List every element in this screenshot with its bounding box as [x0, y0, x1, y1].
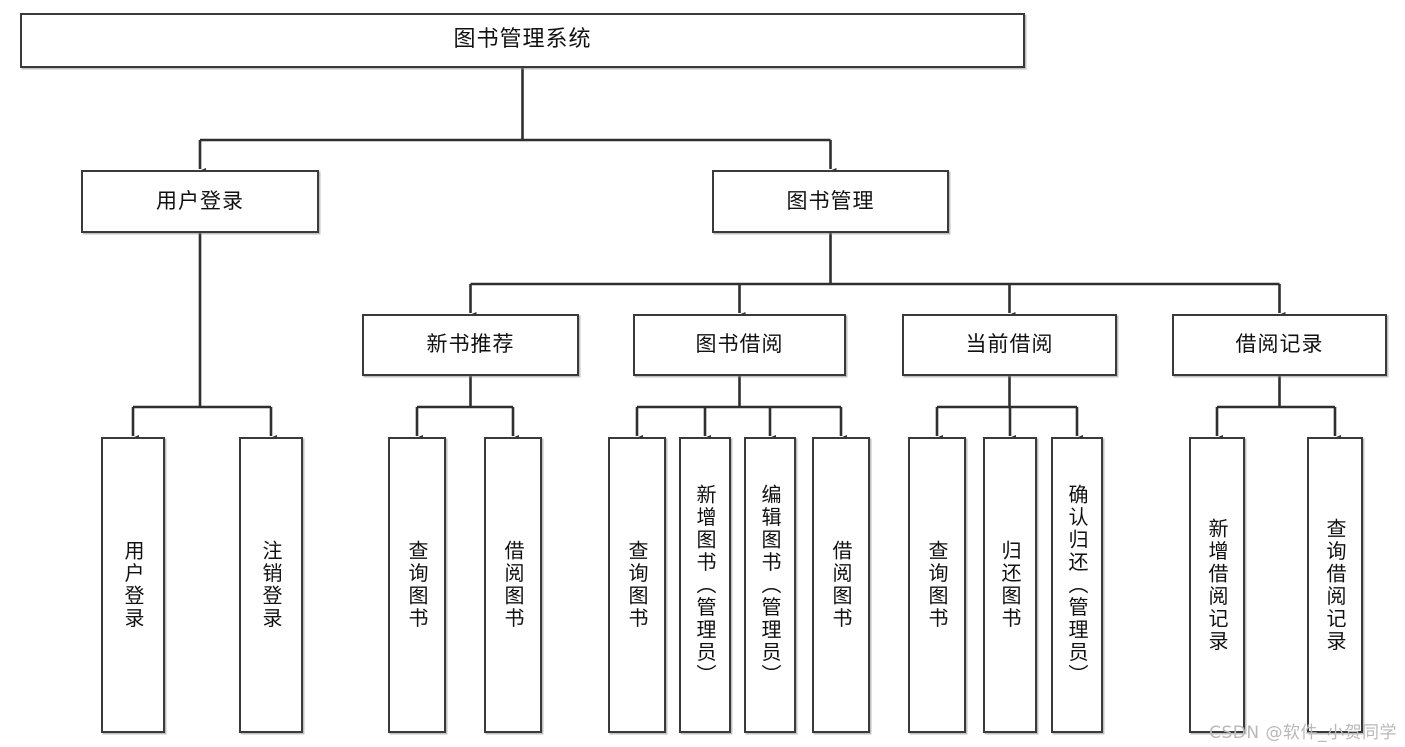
- node-label: 新书推荐: [426, 332, 515, 357]
- node-root[interactable]: 图书管理系统: [20, 13, 1025, 68]
- node-s-record[interactable]: 借阅记录: [1172, 314, 1387, 376]
- node-label: 借阅图书: [501, 540, 525, 630]
- node-label: 查询图书: [405, 540, 429, 630]
- node-l-bb-query[interactable]: 查询图书: [608, 437, 666, 733]
- node-l-rec-query[interactable]: 查询借阅记录: [1307, 437, 1363, 733]
- node-m-user-login[interactable]: 用户登录: [81, 170, 319, 233]
- node-l-bb-borrow[interactable]: 借阅图书: [812, 437, 870, 733]
- node-label: 查询图书: [625, 540, 649, 630]
- node-label: 用户登录: [121, 540, 145, 630]
- watermark-label: CSDN @软件_小贺同学: [1209, 723, 1397, 743]
- node-l-user-login[interactable]: 用户登录: [101, 437, 165, 733]
- node-label: 图书借阅: [695, 332, 784, 357]
- node-label: 借阅图书: [829, 540, 853, 630]
- node-label: 注销登录: [259, 540, 283, 630]
- node-label: 新增借阅记录: [1205, 517, 1229, 653]
- node-label: 确认归还（管理员）: [1065, 483, 1089, 687]
- node-label: 用户登录: [156, 188, 244, 213]
- node-label: 查询图书: [925, 540, 949, 630]
- node-label: 图书管理系统: [453, 27, 592, 53]
- node-l-nb-borrow[interactable]: 借阅图书: [484, 437, 542, 733]
- node-label: 编辑图书（管理员）: [758, 483, 782, 687]
- node-l-bb-edit[interactable]: 编辑图书（管理员）: [744, 437, 796, 733]
- node-label: 借阅记录: [1235, 332, 1324, 357]
- node-l-rec-add[interactable]: 新增借阅记录: [1189, 437, 1245, 733]
- node-s-new-book[interactable]: 新书推荐: [362, 314, 579, 376]
- node-l-cb-query[interactable]: 查询图书: [908, 437, 966, 733]
- node-l-bb-add[interactable]: 新增图书（管理员）: [679, 437, 731, 733]
- node-s-borrow[interactable]: 图书借阅: [633, 314, 846, 376]
- node-s-current[interactable]: 当前借阅: [902, 314, 1117, 376]
- node-m-book-manage[interactable]: 图书管理: [712, 170, 949, 233]
- node-l-cb-confirm[interactable]: 确认归还（管理员）: [1051, 437, 1103, 733]
- node-label: 新增图书（管理员）: [693, 483, 717, 687]
- node-label: 图书管理: [786, 188, 875, 213]
- node-l-user-logout[interactable]: 注销登录: [239, 437, 303, 733]
- node-label: 归还图书: [998, 540, 1022, 630]
- node-l-nb-query[interactable]: 查询图书: [388, 437, 446, 733]
- node-label: 当前借阅: [965, 332, 1054, 357]
- node-l-cb-return[interactable]: 归还图书: [983, 437, 1037, 733]
- node-label: 查询借阅记录: [1323, 517, 1347, 653]
